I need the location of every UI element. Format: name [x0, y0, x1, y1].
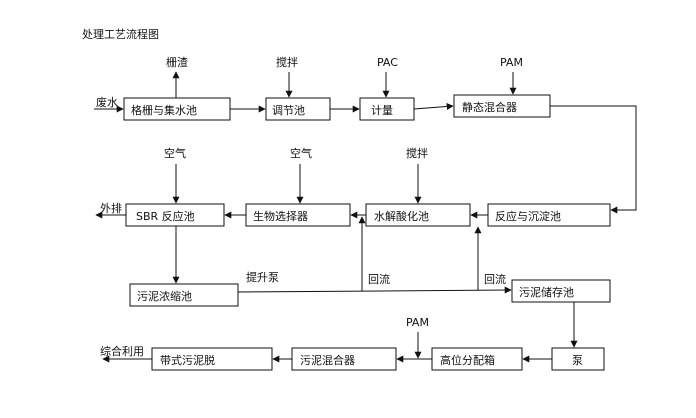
svg-text:污泥混合器: 污泥混合器 — [300, 353, 355, 367]
label-lift-pump: 提升泵 — [246, 271, 279, 284]
label-reflux-2: 回流 — [484, 272, 506, 286]
label-stir-2: 搅拌 — [406, 146, 428, 160]
svg-text:水解酸化池: 水解酸化池 — [374, 209, 429, 223]
box-sludge-thickener: 污泥浓缩池 — [129, 283, 239, 307]
label-stir-1: 搅拌 — [276, 55, 298, 69]
label-reuse: 综合利用 — [100, 344, 144, 358]
svg-text:生物选择器: 生物选择器 — [253, 209, 308, 223]
label-pam-2: PAM — [406, 316, 429, 329]
box-hydrolysis: 水解酸化池 — [365, 203, 471, 227]
svg-text:污泥浓缩池: 污泥浓缩池 — [137, 290, 192, 303]
svg-text:泵: 泵 — [572, 354, 583, 367]
label-screen-waste: 栅渣 — [166, 55, 188, 69]
box-sbr: SBR 反应池 — [125, 203, 225, 227]
svg-text:调节池: 调节池 — [272, 104, 305, 117]
box-sludge-storage: 污泥储存池 — [511, 279, 611, 303]
label-air-2: 空气 — [290, 146, 312, 160]
box-grille-pool: 格栅与集水池 — [123, 97, 231, 121]
box-sludge-mixer: 污泥混合器 — [291, 347, 397, 371]
box-bio-selector: 生物选择器 — [245, 203, 351, 227]
svg-text:计量: 计量 — [371, 104, 393, 117]
svg-text:高位分配箱: 高位分配箱 — [440, 353, 495, 367]
label-reflux-1: 回流 — [368, 272, 390, 286]
arrow-thickener-to-storage — [237, 286, 512, 294]
svg-text:SBR 反应池: SBR 反应池 — [136, 209, 195, 223]
box-high-dist: 高位分配箱 — [431, 347, 523, 371]
box-belt-dewater: 带式污泥脱 — [151, 347, 273, 371]
label-wastewater: 废水 — [96, 95, 118, 109]
arrow-meter-to-mixer — [413, 102, 454, 110]
svg-text:格栅与集水池: 格栅与集水池 — [131, 103, 197, 117]
label-pam-1: PAM — [500, 56, 523, 69]
box-reaction-settling: 反应与沉淀池 — [487, 203, 611, 227]
box-pump: 泵 — [551, 347, 605, 371]
box-static-mixer: 静态混合器 — [453, 94, 551, 118]
svg-text:静态混合器: 静态混合器 — [462, 100, 517, 114]
svg-text:污泥储存池: 污泥储存池 — [519, 285, 574, 299]
box-metering: 计量 — [359, 97, 415, 121]
box-adjust-pool: 调节池 — [265, 97, 331, 121]
svg-text:带式污泥脱: 带式污泥脱 — [160, 353, 215, 367]
svg-text:反应与沉淀池: 反应与沉淀池 — [495, 209, 561, 223]
label-discharge: 外排 — [100, 201, 122, 215]
label-air-1: 空气 — [164, 146, 186, 160]
arrow-mixer-to-reaction — [550, 105, 637, 214]
label-pac: PAC — [377, 56, 398, 69]
diagram-title: 处理工艺流程图 — [82, 27, 159, 41]
